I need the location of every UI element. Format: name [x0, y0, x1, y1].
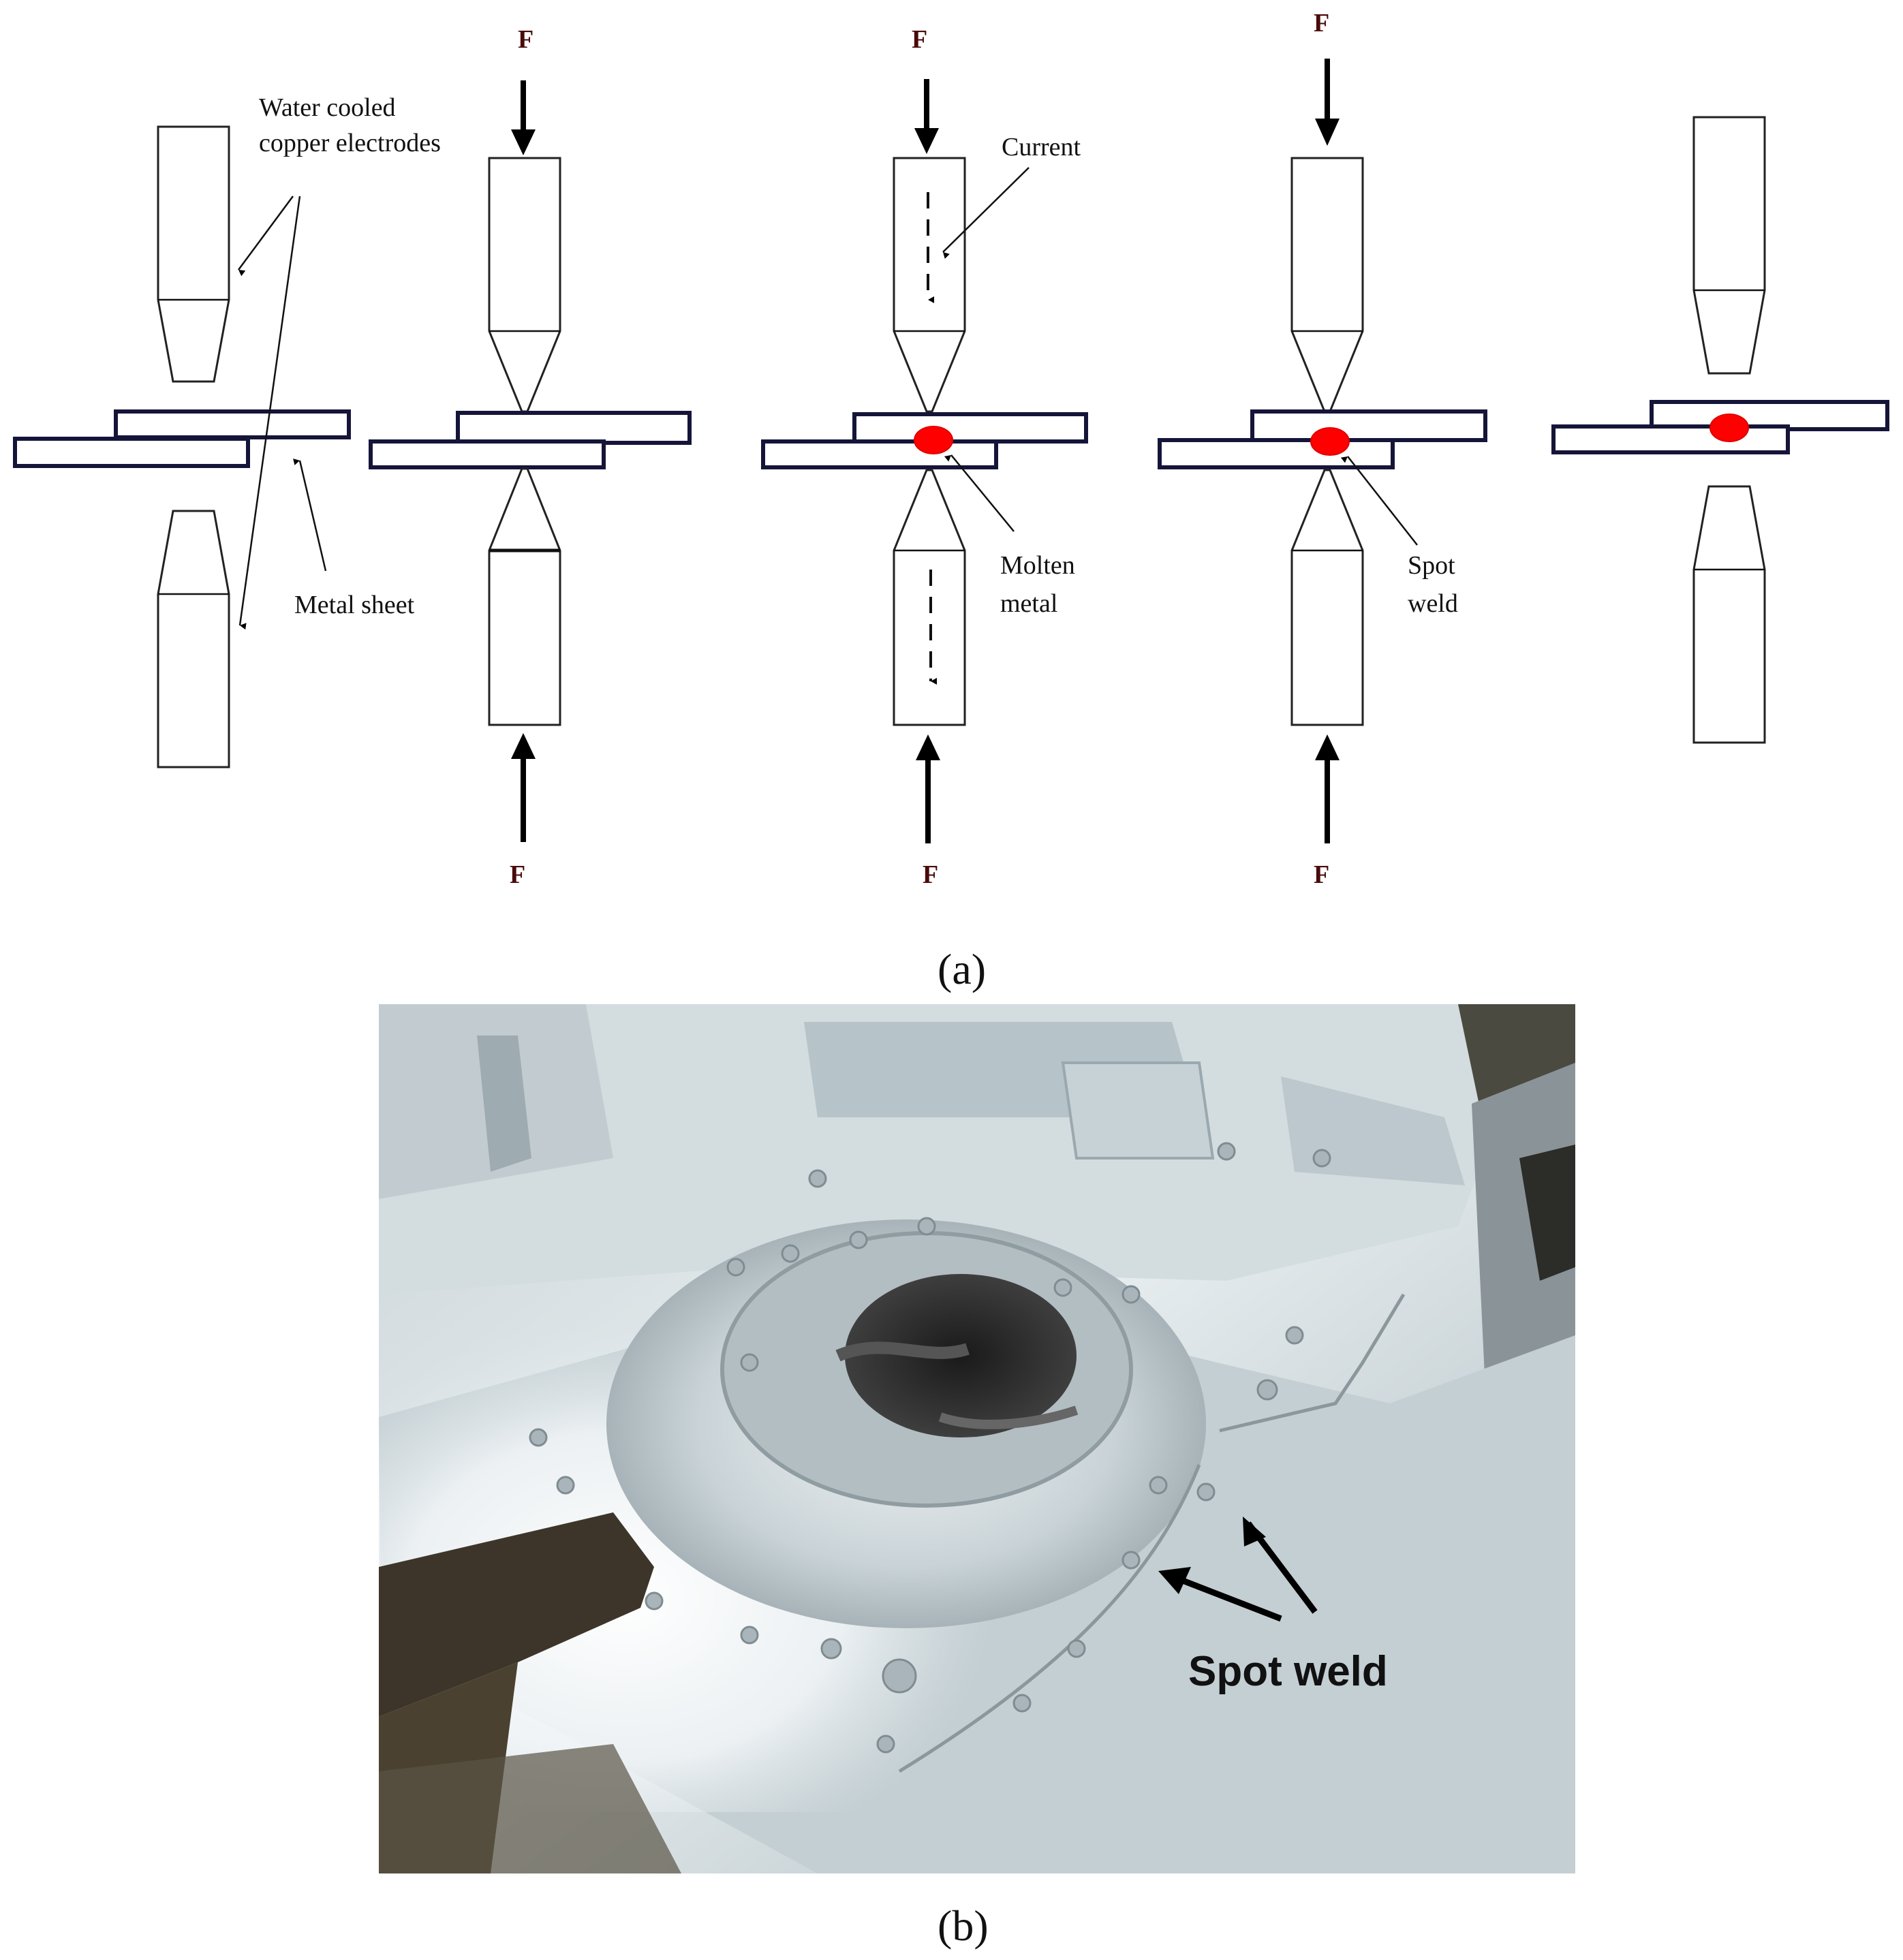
- lower-electrode: [488, 467, 561, 726]
- electrodes-pointer-lower: [238, 196, 301, 630]
- upper-electrode: [1290, 157, 1364, 413]
- stage-2-electrodes-clamped: F F: [369, 25, 692, 889]
- lower-electrode: [1692, 485, 1766, 744]
- bottom-metal-sheet: [1551, 424, 1790, 454]
- spot-weld-photo-label: Spot weld: [1188, 1648, 1388, 1695]
- lower-electrode: [157, 510, 230, 768]
- force-arrowhead-bottom: [916, 734, 940, 760]
- stage-5-electrodes-released: [1551, 116, 1889, 744]
- bottom-metal-sheet: [1158, 438, 1395, 469]
- electrodes-pointer-upper: [237, 196, 294, 277]
- spot-weld-nugget: [1310, 427, 1350, 456]
- caption-b: (b): [938, 1901, 989, 1950]
- photo-panel-b: Spot weld (b): [379, 1004, 1575, 1950]
- weld-seam: [1219, 1293, 1406, 1433]
- metal-sheet-label: Metal sheet: [294, 591, 415, 619]
- spot-weld-nugget: [1709, 414, 1749, 442]
- electrodes-label-line2: copper electrodes: [259, 129, 441, 157]
- force-label-top: F: [518, 25, 533, 54]
- top-metal-sheet: [852, 412, 1088, 444]
- force-label-bottom: F: [510, 860, 525, 889]
- caption-a: (a): [938, 945, 986, 993]
- stage-1-electrodes-open: Water cooled copper electrodes Metal she…: [13, 93, 441, 768]
- spot-weld-pointer: [1340, 456, 1418, 546]
- force-label-top: F: [912, 25, 927, 54]
- force-arrowhead-top: [914, 128, 939, 154]
- spot-label-line2: weld: [1408, 589, 1458, 618]
- force-arrowhead-top: [1315, 119, 1340, 146]
- bottom-metal-sheet: [13, 437, 250, 468]
- bottom-metal-sheet: [761, 439, 998, 469]
- force-label-top: F: [1314, 9, 1329, 37]
- spot-label-line1: Spot: [1408, 551, 1455, 580]
- metal-sheet-pointer: [293, 458, 327, 572]
- force-arrowhead-bottom: [1315, 734, 1340, 760]
- molten-metal-nugget: [914, 426, 953, 454]
- stage-3-current-flow: Current Molten metal F F: [761, 25, 1088, 889]
- diagram-panel-a: Water cooled copper electrodes Metal she…: [13, 9, 1889, 993]
- force-label-bottom: F: [923, 860, 938, 889]
- stage-4-spot-weld-formed: Spot weld F F: [1158, 9, 1487, 889]
- current-label: Current: [1002, 133, 1081, 161]
- top-metal-sheet: [456, 411, 692, 445]
- current-pointer: [942, 167, 1030, 259]
- upper-electrode: [157, 125, 230, 383]
- molten-metal-pointer: [944, 454, 1015, 532]
- dark-bracket: [379, 1512, 654, 1717]
- force-label-bottom: F: [1314, 860, 1329, 889]
- top-metal-sheet: [1250, 409, 1487, 442]
- top-metal-sheet: [114, 409, 351, 439]
- upper-electrode: [488, 157, 561, 413]
- lower-electrode: [1290, 469, 1364, 726]
- upper-electrode: [1692, 116, 1766, 375]
- molten-label-line2: metal: [1000, 589, 1057, 618]
- force-arrowhead-top: [511, 129, 536, 155]
- molten-label-line1: Molten: [1000, 551, 1075, 580]
- electrodes-label-line1: Water cooled: [259, 93, 396, 122]
- bottom-metal-sheet: [369, 439, 606, 469]
- force-arrowhead-bottom: [511, 733, 536, 759]
- spot-weld-dots: [529, 1142, 1331, 1754]
